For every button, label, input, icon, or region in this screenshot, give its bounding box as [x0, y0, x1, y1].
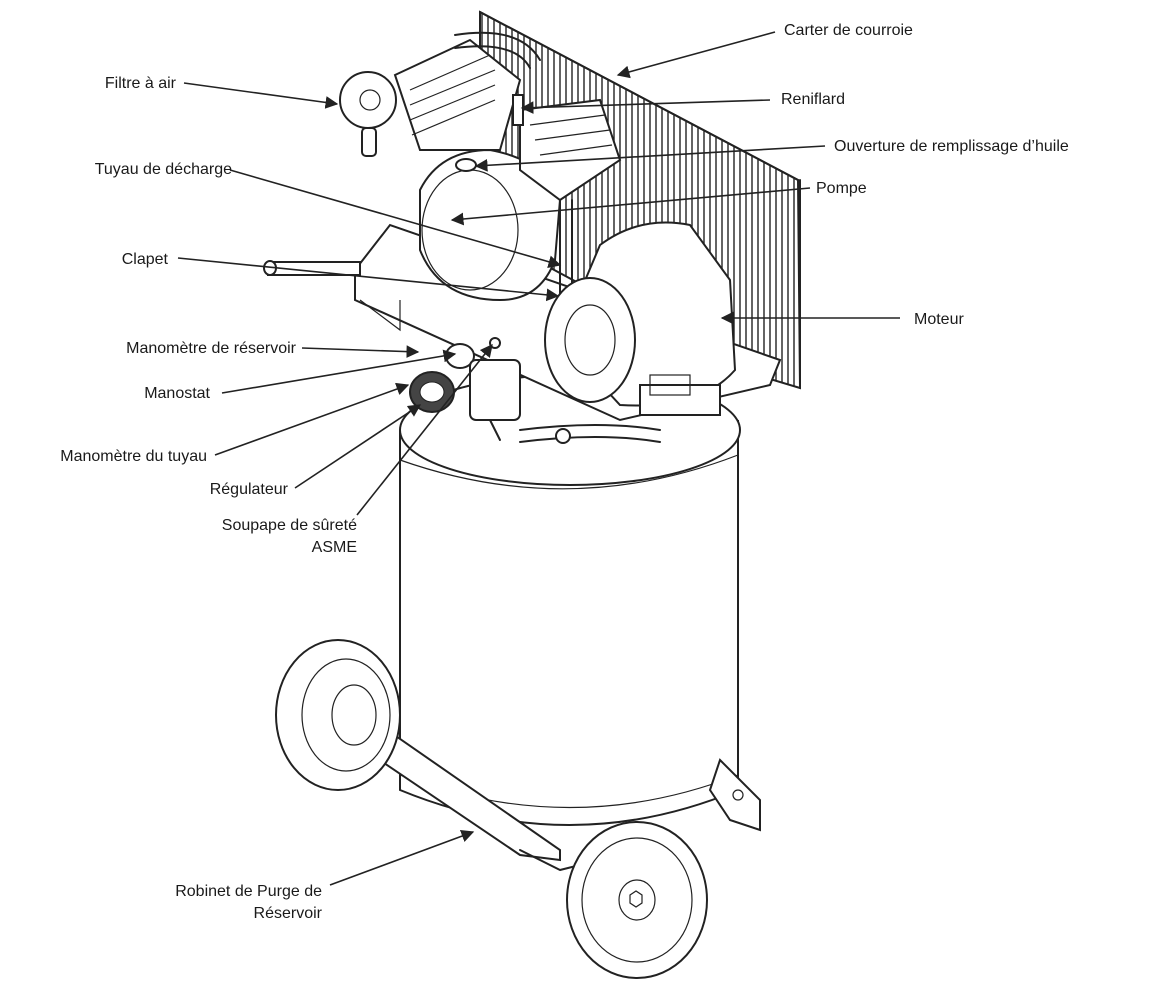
label-manometre-du-tuyau: Manomètre du tuyau [60, 448, 207, 465]
label-carter-de-courroie: Carter de courroie [784, 22, 913, 39]
leader-manometre-tuyau [214, 382, 410, 456]
motor [544, 221, 737, 416]
label-ouverture-remplissage: Ouverture de remplissage d’huile [834, 138, 1069, 155]
label-clapet: Clapet [122, 251, 169, 268]
label-regulateur: Régulateur [210, 481, 289, 498]
leader-soupape [356, 343, 493, 516]
label-robinet-ligne-1: Robinet de Purge de [175, 883, 322, 900]
leader-carter [616, 31, 776, 79]
discharge-tube [454, 31, 661, 444]
label-tuyau-de-decharge: Tuyau de décharge [95, 161, 232, 178]
controls [409, 337, 521, 441]
leader-ouverture [474, 145, 826, 172]
label-pompe: Pompe [816, 180, 867, 197]
leader-tuyau-decharge [229, 169, 562, 268]
label-soupape-ligne-2: ASME [312, 539, 357, 556]
leader-manometre-reservoir [301, 345, 420, 358]
rear-wheel [275, 639, 401, 791]
leader-pompe [450, 187, 811, 226]
label-reniflard: Reniflard [781, 91, 845, 108]
compressor-illustration [263, 10, 802, 979]
leader-reniflard [520, 99, 771, 115]
labels: Carter de courroie Filtre à air Reniflar… [60, 22, 1069, 922]
leader-manostat [221, 349, 457, 394]
label-filtre-a-air: Filtre à air [105, 75, 177, 92]
pump-body [393, 38, 622, 302]
leader-filtre [183, 82, 339, 109]
leader-clapet [177, 257, 560, 302]
label-soupape-ligne-1: Soupape de sûreté [222, 517, 357, 534]
leader-robinet [329, 830, 475, 886]
label-moteur: Moteur [914, 311, 964, 328]
label-manometre-de-reservoir: Manomètre de réservoir [126, 340, 297, 357]
label-manostat: Manostat [144, 385, 210, 402]
tank [399, 374, 741, 826]
air-filter [339, 71, 397, 157]
leader-regulateur [294, 404, 422, 489]
leader-lines [177, 31, 900, 886]
label-robinet-ligne-2: Réservoir [254, 905, 323, 922]
handle [263, 260, 361, 276]
front-wheel [566, 821, 708, 979]
